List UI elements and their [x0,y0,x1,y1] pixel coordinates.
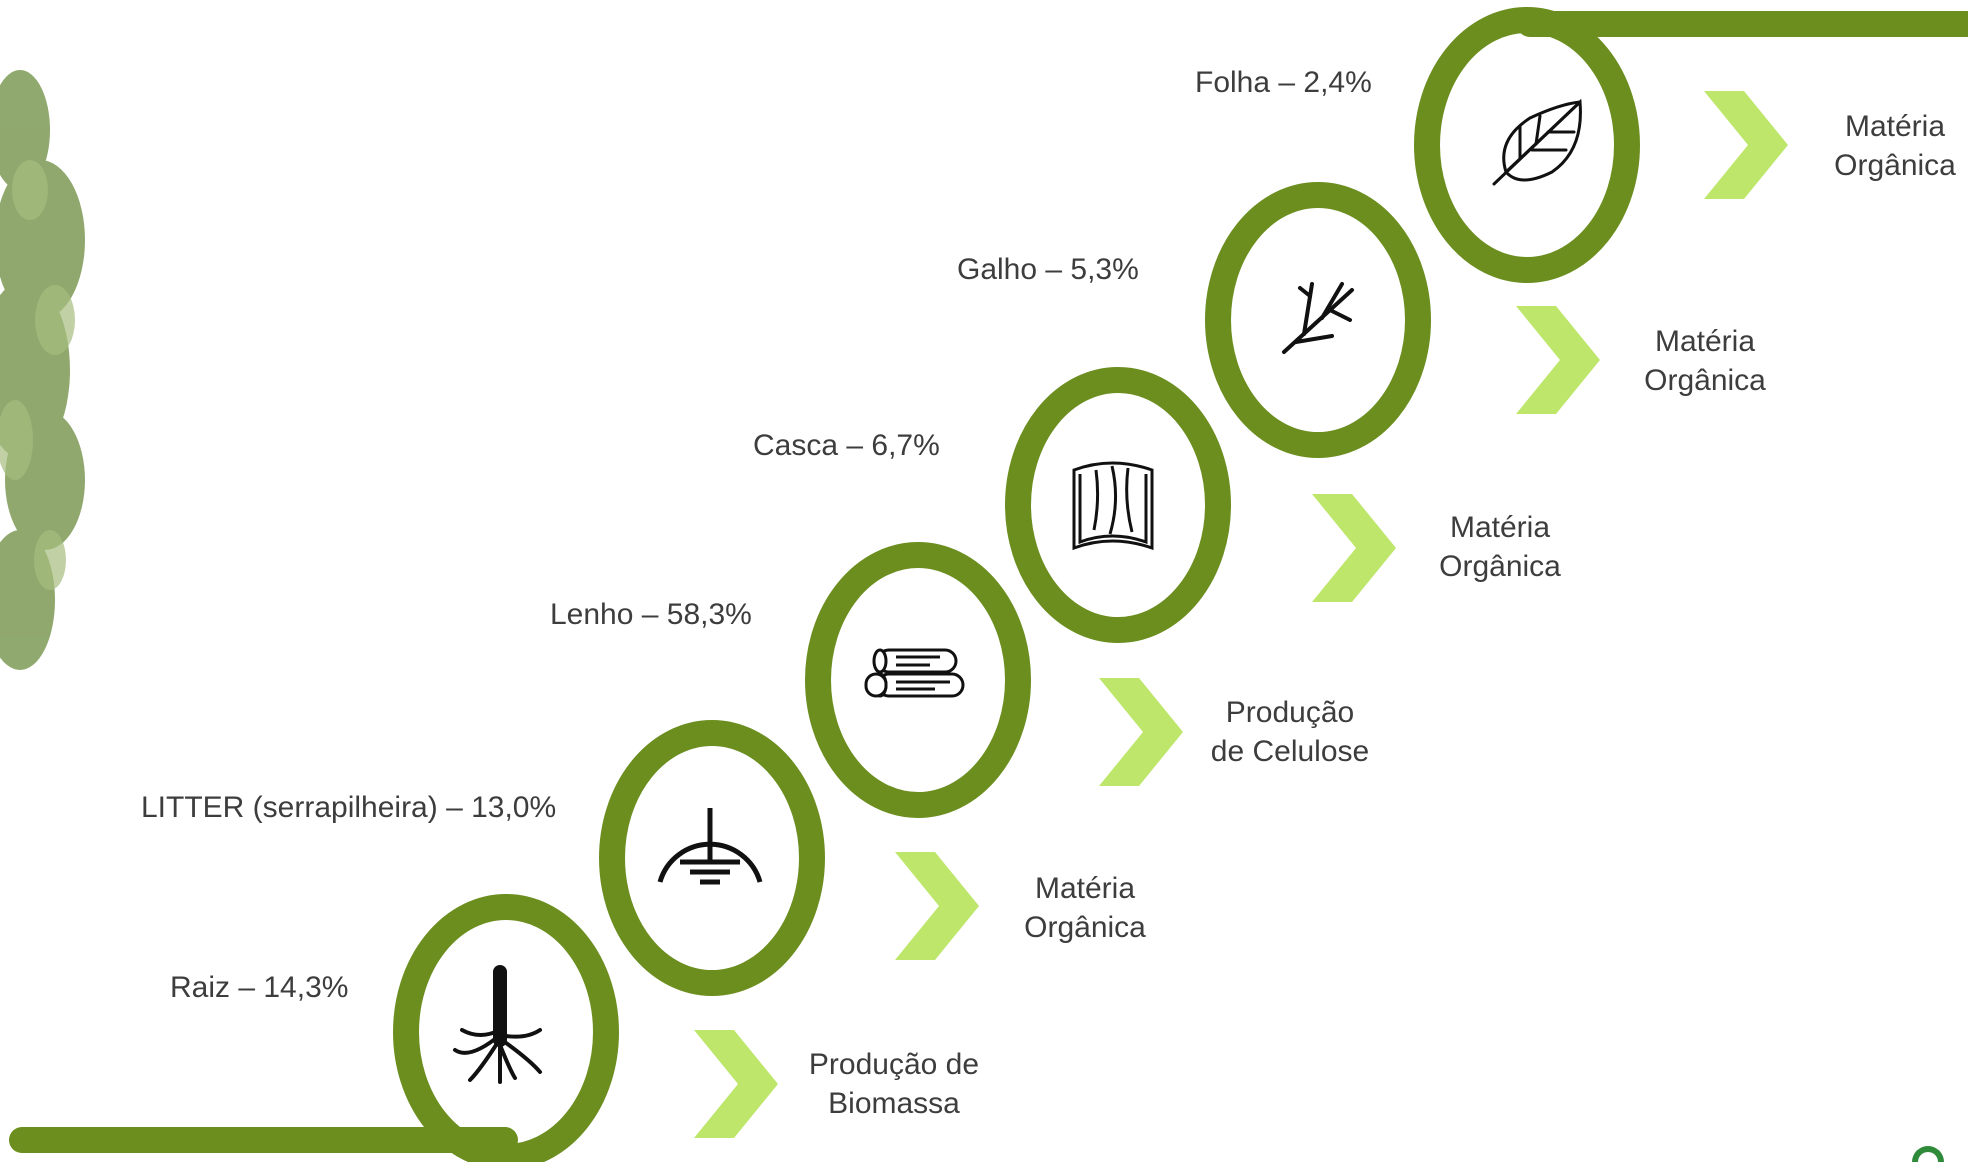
step-label-galho: Galho – 5,3% [957,253,1139,286]
chevron-5 [1516,306,1600,414]
ring-lenho [805,542,1031,818]
ring-folha [1414,7,1640,283]
root-icon [453,965,542,1084]
step-label-litter: LITTER (serrapilheira) – 13,0% [141,791,557,824]
logs-icon [864,648,965,698]
logo-fragment-icon [1912,1146,1944,1162]
leaf-icon [1492,98,1582,186]
ring-casca [1005,367,1231,643]
output-galho: Matéria Orgânica [1644,325,1766,397]
ring-litter [599,720,825,996]
bark-icon [1072,461,1154,551]
step-label-casca: Casca – 6,7% [753,429,940,462]
chevron-4 [1312,494,1396,602]
ring-galho [1205,182,1431,458]
tree-foliage-image [0,70,85,670]
chevron-3 [1099,678,1183,786]
output-casca: Matéria Orgânica [1439,511,1561,583]
ground-symbol-icon [657,808,763,885]
chevron-1 [694,1030,778,1138]
step-label-lenho: Lenho – 58,3% [550,598,752,631]
output-litter: Matéria Orgânica [1024,872,1146,944]
output-lenho: Produção de Celulose [1210,696,1370,768]
output-raiz: Produção de Biomassa [808,1048,980,1120]
step-label-raiz: Raiz – 14,3% [170,971,349,1004]
branch-icon [1282,282,1354,354]
chevron-6 [1704,91,1788,199]
chevron-2 [895,852,979,960]
ring-raiz [393,894,619,1162]
output-folha: Matéria Orgânica [1834,110,1956,182]
step-label-folha: Folha – 2,4% [1195,66,1372,99]
